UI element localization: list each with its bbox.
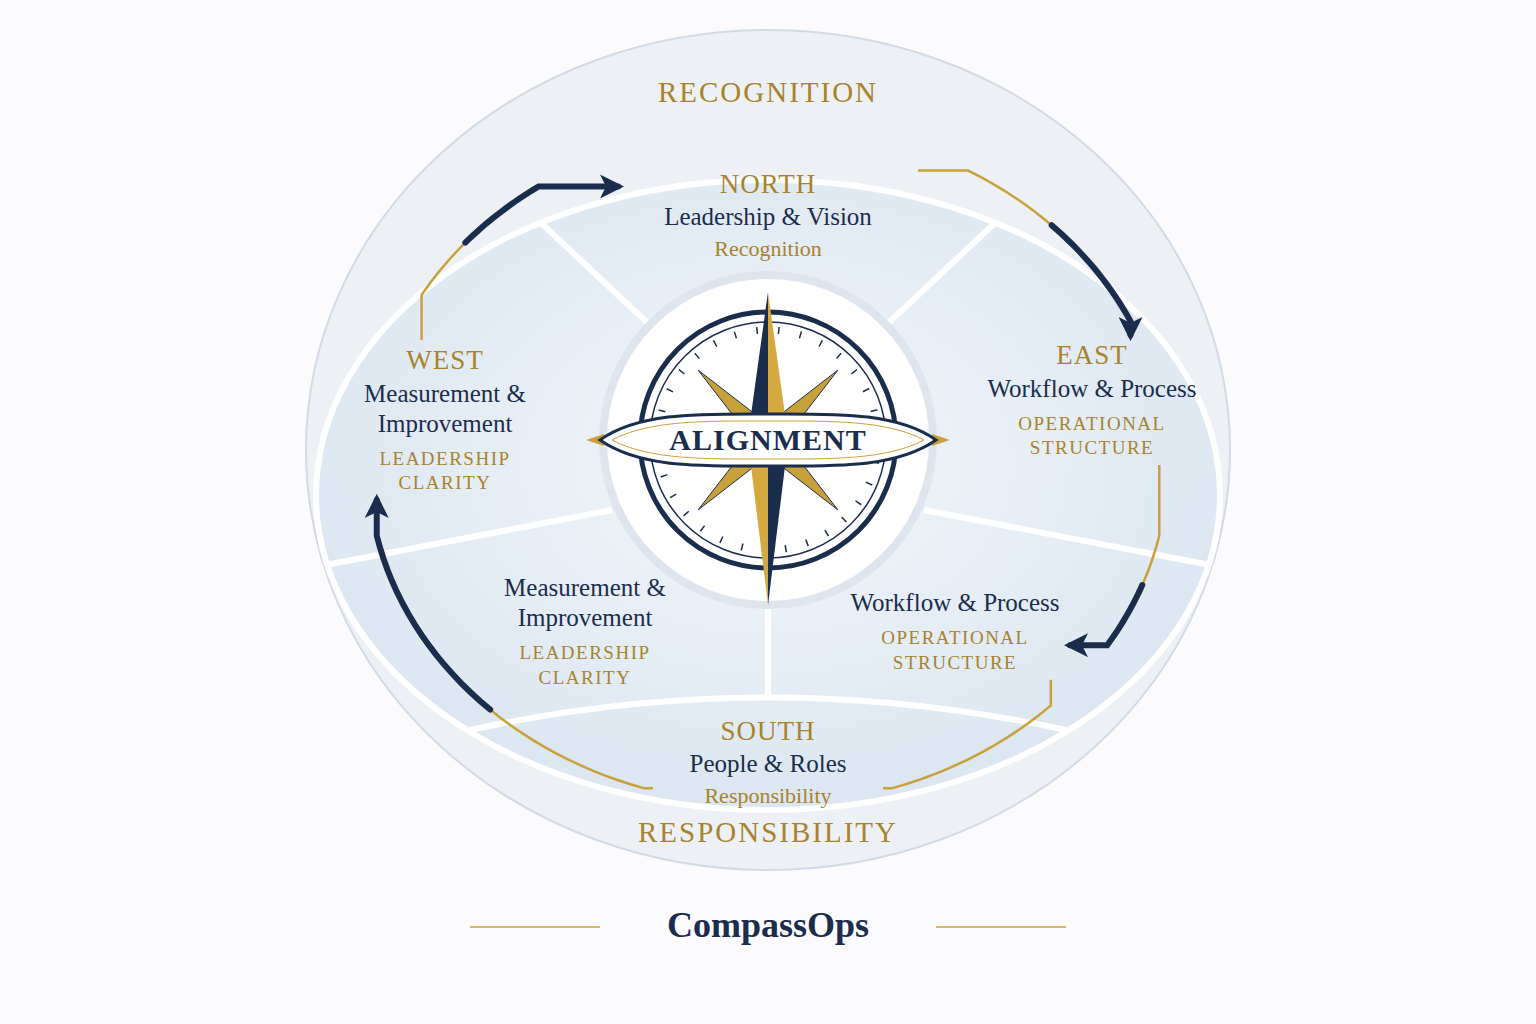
divider xyxy=(540,222,655,330)
segment-text: Leadership & Vision xyxy=(624,202,912,232)
caption: CompassOps xyxy=(568,904,968,946)
segment-heading: NORTH xyxy=(624,168,912,200)
arrow-shaft xyxy=(1052,225,1131,335)
segment-text: RECOGNITION xyxy=(306,75,1230,110)
cycle-arrow xyxy=(918,171,1131,336)
segment: Workflow & ProcessOPERATIONAL STRUCTURE xyxy=(840,584,1070,679)
outer-ring: RECOGNITION RESPONSIBILITY NORTHLeadership… xyxy=(306,30,1230,875)
divider xyxy=(326,510,612,565)
west-segment: WESTMeasurement & ImprovementLEADERSHIP … xyxy=(325,340,565,500)
outer-ring xyxy=(306,30,1230,870)
center-label: ALIGNMENT xyxy=(648,418,888,462)
banner-inner xyxy=(612,421,924,459)
divider xyxy=(924,510,1210,565)
banner xyxy=(600,414,936,466)
segment-heading: EAST xyxy=(968,339,1216,371)
arrow-shaft xyxy=(1070,585,1142,645)
segment-text: OPERATIONAL STRUCTURE xyxy=(968,412,1216,461)
arrow-shaft xyxy=(377,500,490,710)
cycle-arrow xyxy=(883,680,1051,789)
north-segment: NORTHLeadership & VisionRecognition xyxy=(618,164,918,267)
segment-text: Measurement & Improvement xyxy=(481,573,689,633)
segment-text: OPERATIONAL STRUCTURE xyxy=(846,626,1064,675)
segment-disc xyxy=(316,180,1220,810)
divider xyxy=(765,608,771,698)
caption-rule xyxy=(470,926,600,928)
east-segment: EASTWorkflow & ProcessOPERATIONAL STRUCT… xyxy=(962,335,1222,465)
divider xyxy=(881,222,996,330)
segment-text: ALIGNMENT xyxy=(654,422,882,458)
connector-line xyxy=(422,186,618,340)
segment-text: LEADERSHIP CLARITY xyxy=(481,641,689,690)
caption-rule xyxy=(936,926,1066,928)
segment-heading: SOUTH xyxy=(659,715,877,747)
segment-text: RESPONSIBILITY xyxy=(306,815,1230,850)
connector-line xyxy=(1070,465,1159,645)
cycle-arrow xyxy=(422,186,618,340)
cycle-arrow xyxy=(1070,465,1159,645)
connector-line xyxy=(918,171,1131,336)
segment-heading: WEST xyxy=(331,344,559,376)
segment-text: Workflow & Process xyxy=(846,588,1064,618)
compass-rose xyxy=(586,275,950,605)
arrow-shaft xyxy=(465,186,618,242)
segment: Measurement & ImprovementLEADERSHIP CLAR… xyxy=(475,569,695,694)
segment-text: LEADERSHIP CLARITY xyxy=(331,447,559,496)
segment-text: Responsibility xyxy=(659,783,877,809)
south-segment: SOUTHPeople & RolesResponsibility xyxy=(653,711,883,814)
segment-text: People & Roles xyxy=(659,749,877,779)
connector-line xyxy=(883,680,1051,789)
segment-text: Recognition xyxy=(624,236,912,262)
segment-text: Measurement & Improvement xyxy=(331,379,559,439)
segment-text: Workflow & Process xyxy=(968,374,1216,404)
segment-dividers xyxy=(326,222,1210,730)
